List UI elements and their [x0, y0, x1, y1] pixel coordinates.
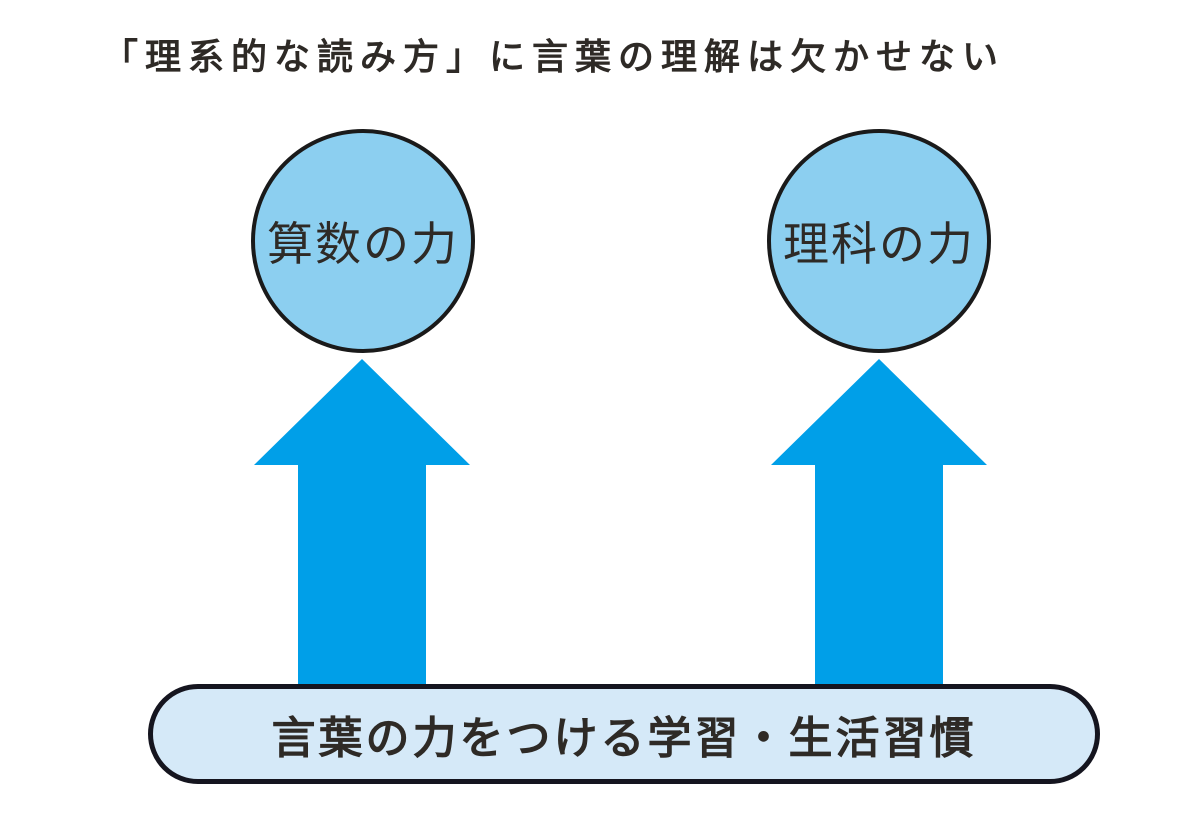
base-bar-label: 言葉の力をつける学習・生活習慣 [271, 713, 977, 764]
up-arrow-icon-right [771, 359, 987, 689]
circle-math-power: 算数の力 [251, 129, 475, 353]
diagram-title: 「理系的な読み方」に言葉の理解は欠かせない [102, 37, 1006, 78]
circle-science-power-label: 理科の力 [783, 217, 975, 271]
circle-science-power: 理科の力 [767, 129, 991, 353]
up-arrow-icon-left [254, 359, 470, 689]
circle-math-power-label: 算数の力 [267, 217, 459, 271]
base-bar-habits: 言葉の力をつける学習・生活習慣 [148, 684, 1100, 784]
